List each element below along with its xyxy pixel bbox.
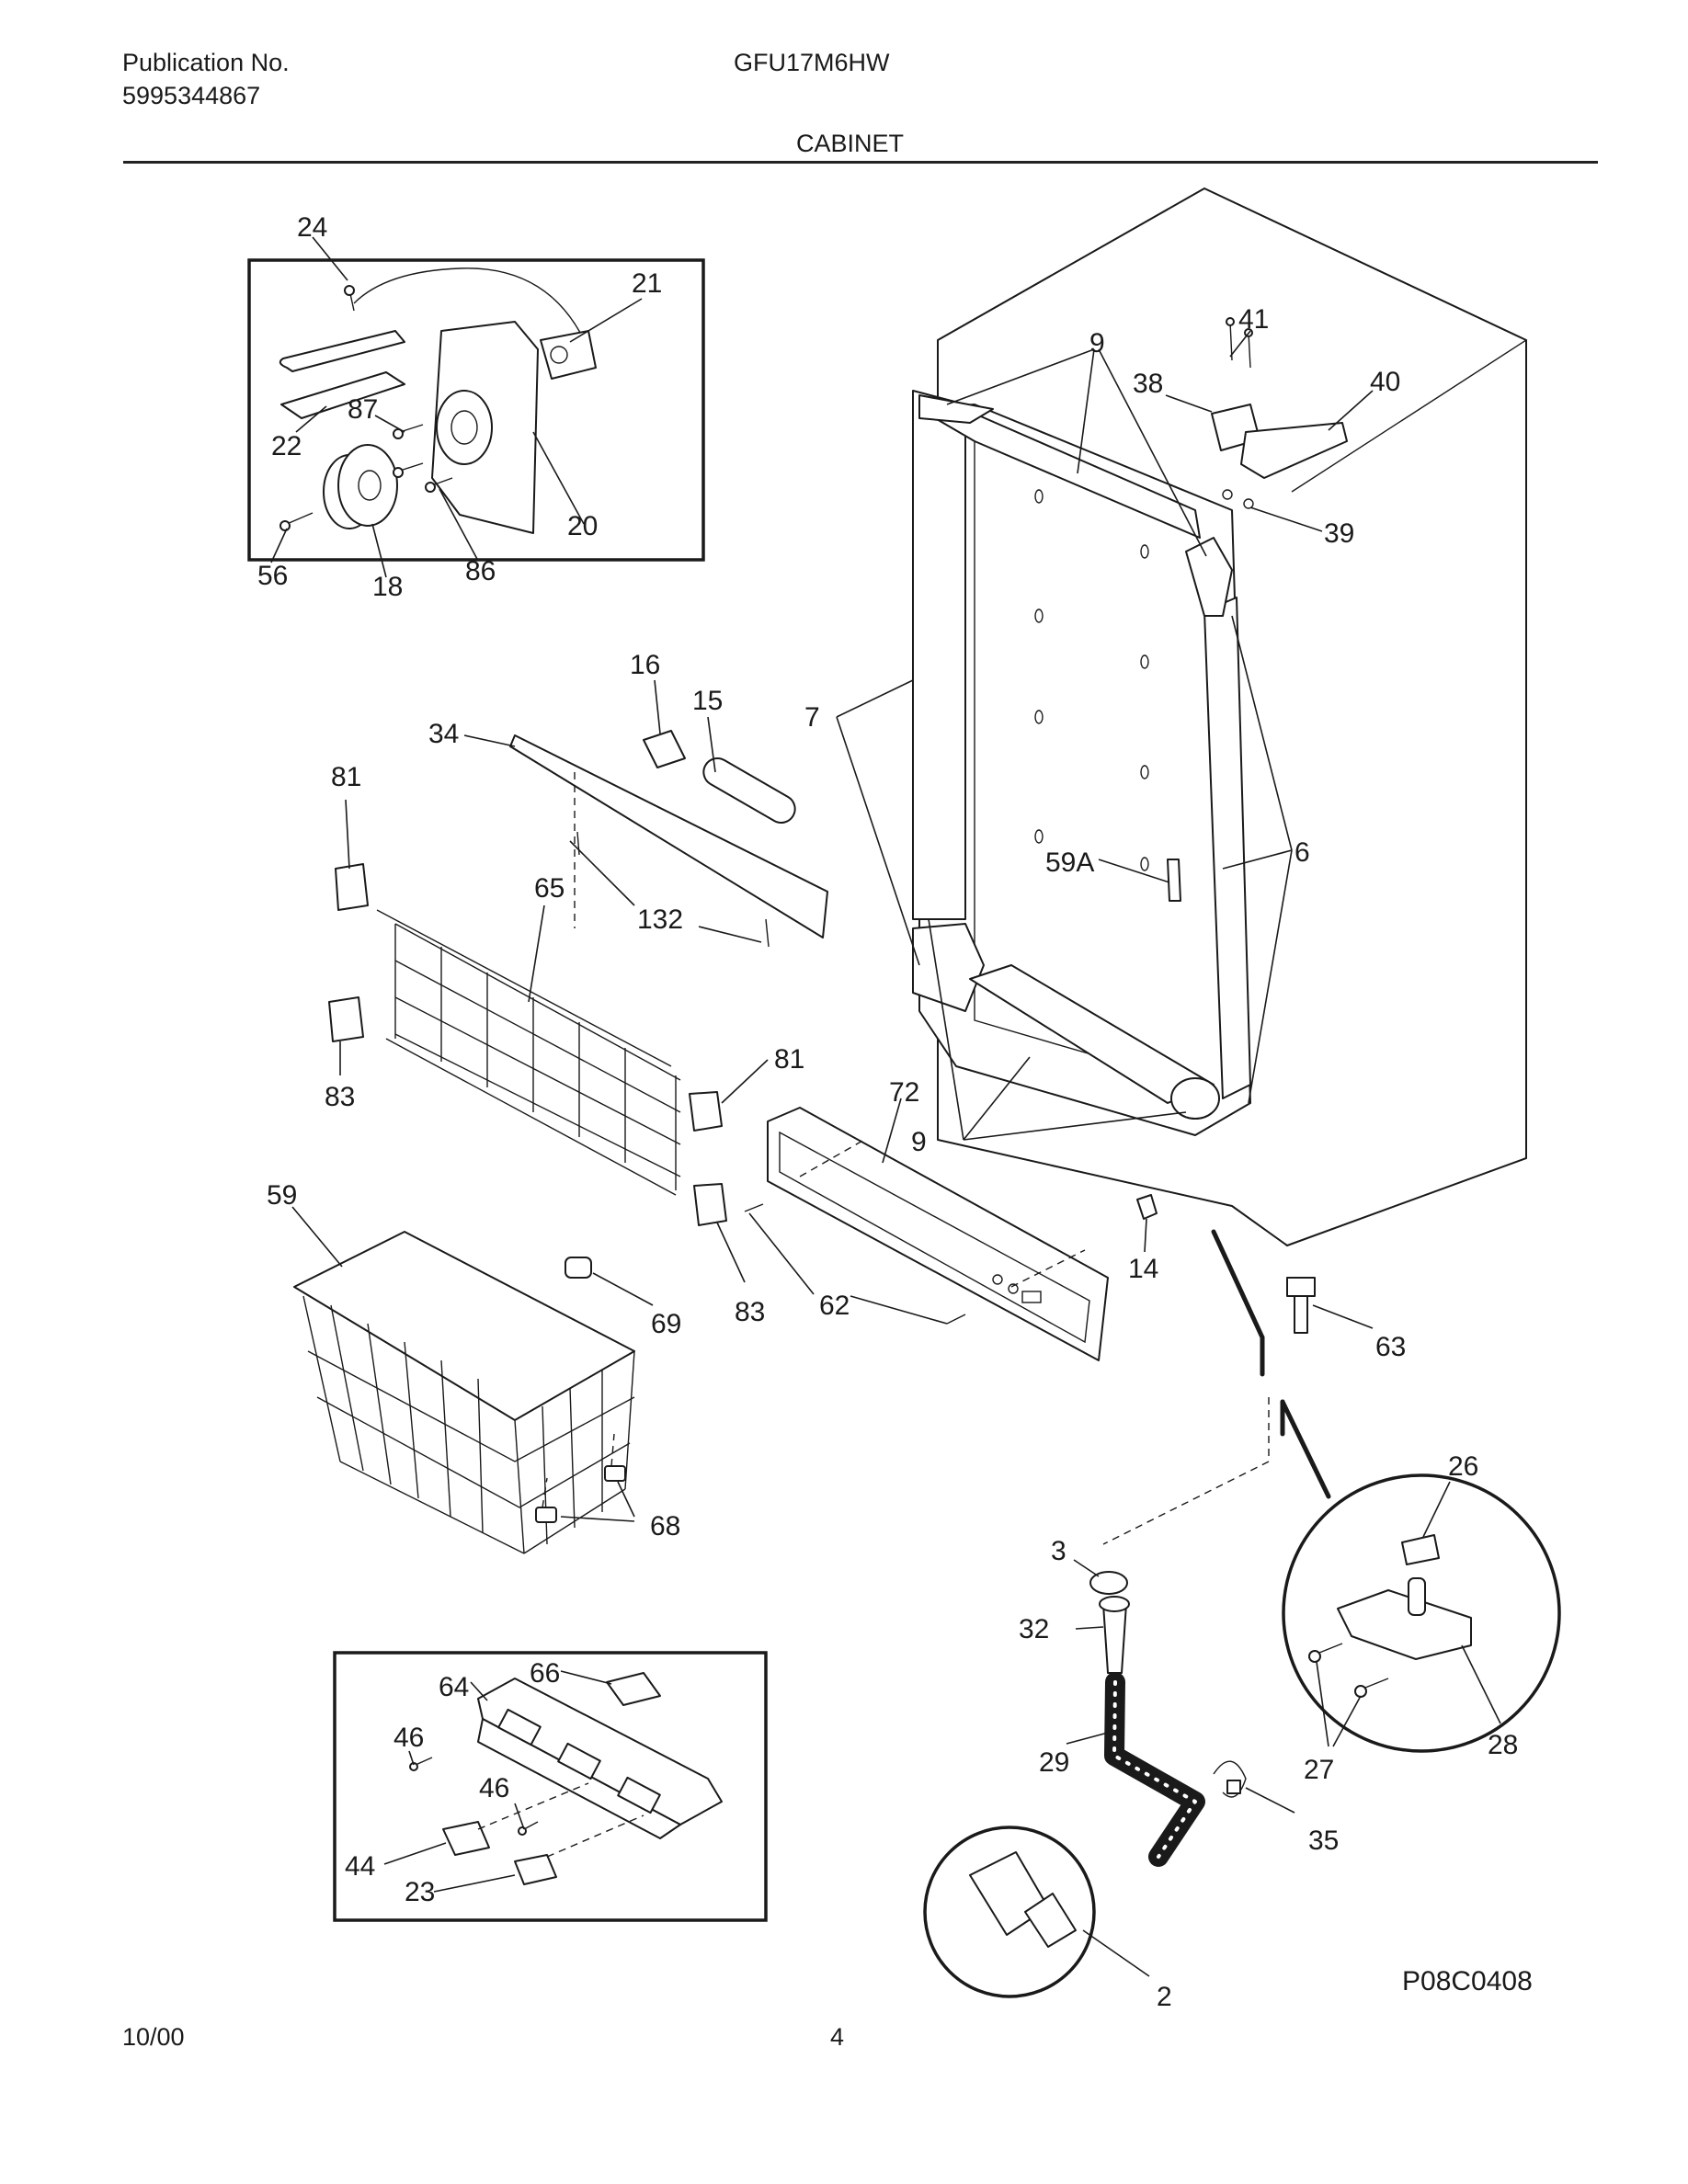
wire-basket xyxy=(291,1206,654,1554)
callout-27: 27 xyxy=(1304,1755,1334,1785)
callout-22: 22 xyxy=(271,431,302,461)
callout-9-top: 9 xyxy=(1089,328,1105,358)
callout-66: 66 xyxy=(530,1658,560,1689)
callout-63: 63 xyxy=(1375,1332,1406,1362)
callout-59: 59 xyxy=(267,1180,297,1211)
callout-14: 14 xyxy=(1128,1254,1158,1284)
page-number: 4 xyxy=(830,2023,845,2051)
callout-9-bottom: 9 xyxy=(911,1127,927,1157)
callout-64: 64 xyxy=(439,1672,469,1702)
callout-46-top: 46 xyxy=(393,1723,424,1753)
callout-6: 6 xyxy=(1295,837,1310,868)
callout-34: 34 xyxy=(428,719,459,749)
callout-81-bottom: 81 xyxy=(774,1044,804,1075)
callout-16: 16 xyxy=(630,650,660,680)
callout-28: 28 xyxy=(1488,1730,1518,1760)
model-number: GFU17M6HW xyxy=(734,49,890,76)
callout-59A: 59A xyxy=(1045,847,1094,878)
callout-87: 87 xyxy=(348,394,378,425)
callout-81-top: 81 xyxy=(331,762,361,792)
callout-23: 23 xyxy=(405,1877,435,1907)
callout-44: 44 xyxy=(345,1851,375,1882)
callout-15: 15 xyxy=(692,686,723,716)
drain-and-hinge xyxy=(923,1194,1561,1998)
callout-72: 72 xyxy=(889,1077,919,1108)
callout-32: 32 xyxy=(1019,1614,1049,1644)
callout-38: 38 xyxy=(1133,369,1163,399)
callout-86: 86 xyxy=(465,556,496,586)
callout-46-bottom: 46 xyxy=(479,1773,509,1803)
callout-62: 62 xyxy=(819,1291,850,1321)
section-title: CABINET xyxy=(796,130,905,157)
callout-65: 65 xyxy=(534,873,565,904)
callout-83-top: 83 xyxy=(325,1082,355,1112)
callout-40: 40 xyxy=(1370,367,1400,397)
kick-plate xyxy=(744,1098,1109,1361)
callout-35: 35 xyxy=(1308,1826,1339,1856)
callout-2: 2 xyxy=(1157,1982,1172,2012)
callout-21: 21 xyxy=(632,268,662,299)
cabinet xyxy=(836,188,1528,1246)
callout-68: 68 xyxy=(650,1511,680,1541)
callout-7: 7 xyxy=(804,702,820,733)
header-rule xyxy=(123,161,1598,164)
callout-3: 3 xyxy=(1051,1536,1066,1566)
callout-labels: 24 21 87 22 20 56 18 86 9 41 38 40 39 16… xyxy=(257,212,1518,2012)
callout-39: 39 xyxy=(1324,518,1354,549)
callout-26: 26 xyxy=(1448,1451,1478,1482)
callout-18: 18 xyxy=(372,572,403,602)
callout-83-bottom: 83 xyxy=(735,1297,765,1327)
callout-56: 56 xyxy=(257,561,288,591)
publication-number: 5995344867 xyxy=(122,82,261,109)
wire-shelf xyxy=(328,799,769,1283)
callout-69: 69 xyxy=(651,1309,681,1339)
callout-41: 41 xyxy=(1238,304,1269,335)
callout-20: 20 xyxy=(567,511,598,541)
drawing-code: P08C0408 xyxy=(1402,1966,1533,1996)
callout-132: 132 xyxy=(637,904,683,935)
thermostat-inset xyxy=(247,236,705,578)
callout-24: 24 xyxy=(297,212,327,243)
callout-29: 29 xyxy=(1039,1747,1069,1778)
publication-label: Publication No. xyxy=(122,49,290,76)
control-inset xyxy=(333,1651,768,1922)
light-assembly xyxy=(463,679,828,948)
footer-date: 10/00 xyxy=(122,2023,185,2051)
